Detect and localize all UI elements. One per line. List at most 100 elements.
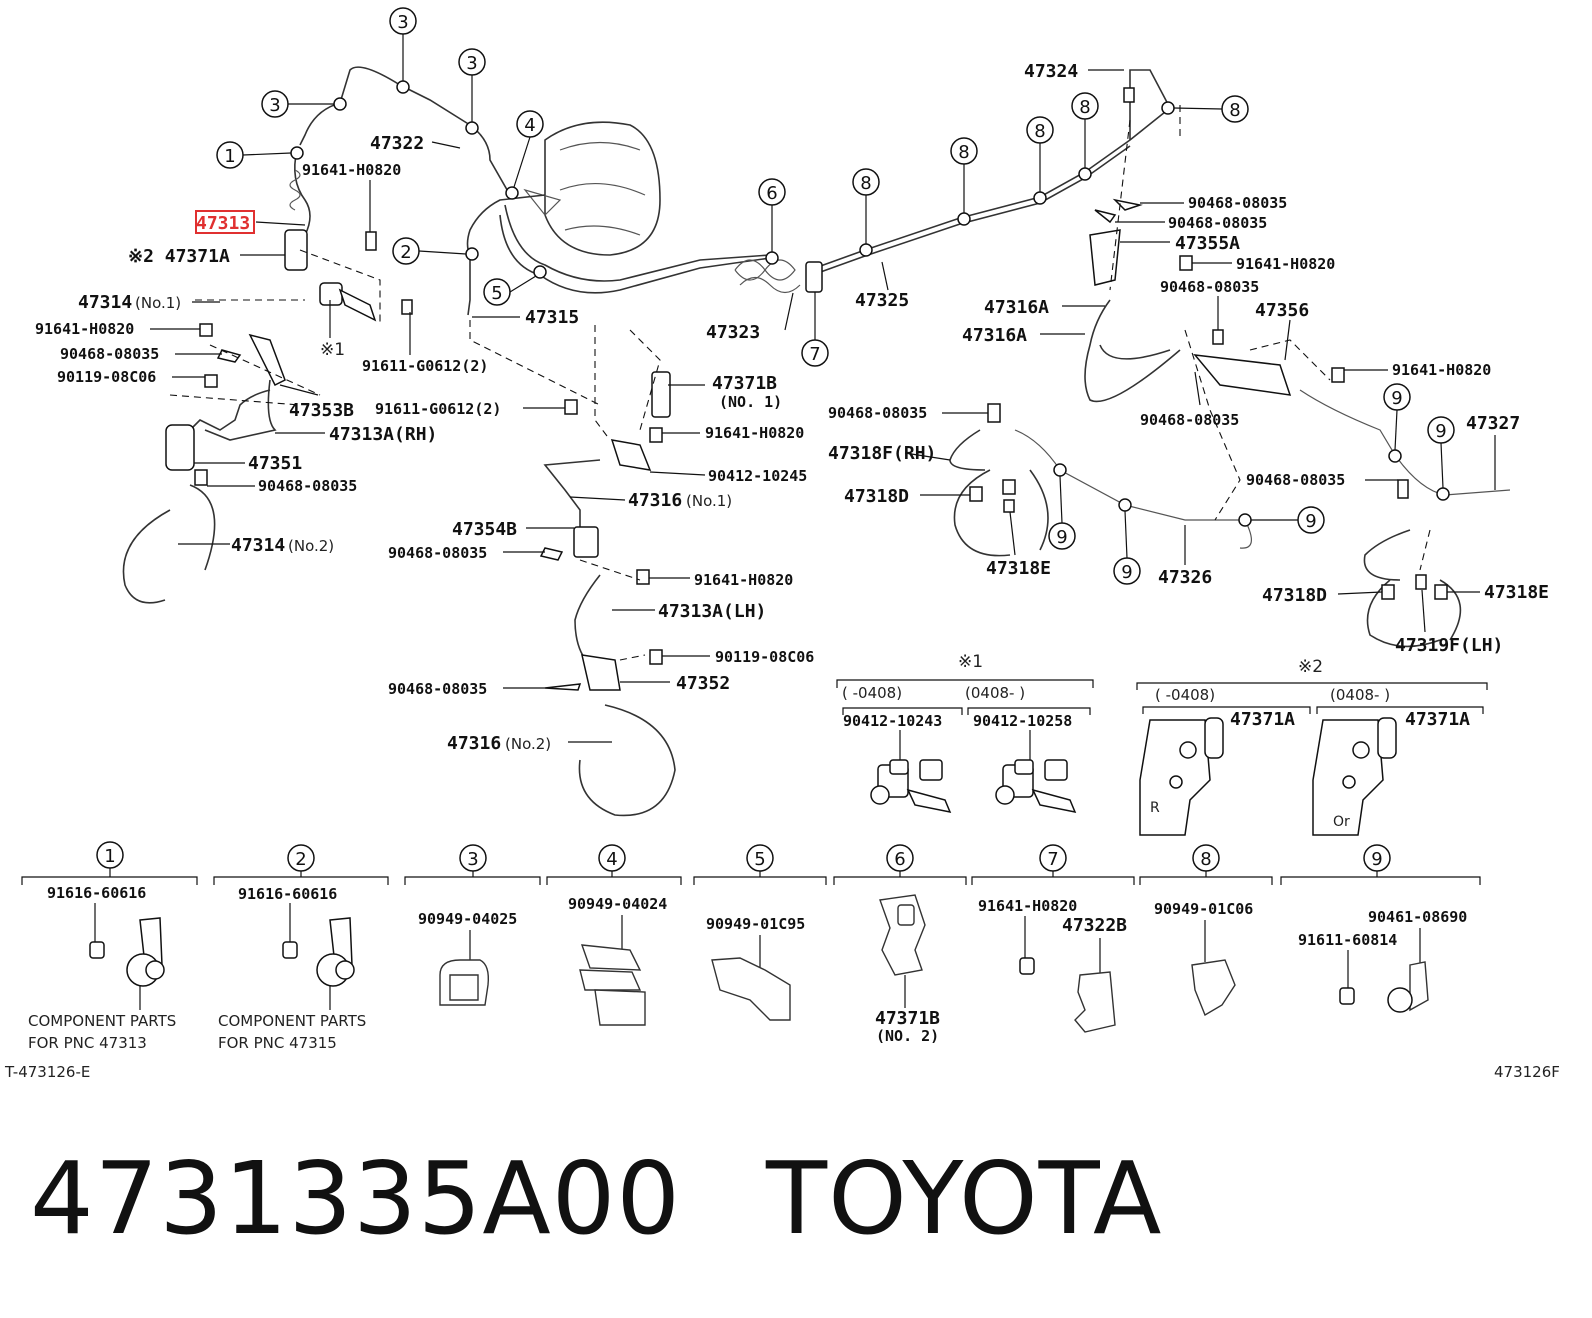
highlight-box xyxy=(195,210,255,234)
label-47371A: ※2 47371A xyxy=(128,246,230,267)
label-47316A-2: 47316A xyxy=(962,325,1027,346)
svg-text:91641-H0820: 91641-H0820 xyxy=(978,897,1077,915)
label-47316-no2-suffix: (No.2) xyxy=(505,735,551,753)
part-labels: 47313 ※2 47371A 91641-H0820 47322 47314 … xyxy=(35,61,1549,754)
svg-text:5: 5 xyxy=(754,849,765,870)
label-47326: 47326 xyxy=(1158,567,1212,588)
valve-a-drawing xyxy=(870,759,952,814)
svg-text:8: 8 xyxy=(1079,97,1090,118)
svg-text:R: R xyxy=(1150,800,1160,816)
svg-text:91611-60814: 91611-60814 xyxy=(1298,931,1397,949)
label-91641-top: 91641-H0820 xyxy=(302,161,401,179)
label-90412-10245: 90412-10245 xyxy=(708,467,807,485)
label-91641-left: 91641-H0820 xyxy=(35,320,134,338)
callout-9c: 9 xyxy=(1048,522,1076,550)
svg-text:9: 9 xyxy=(1305,511,1316,532)
svg-text:4: 4 xyxy=(606,849,617,870)
svg-text:6: 6 xyxy=(766,183,777,204)
svg-text:91616-60616: 91616-60616 xyxy=(238,885,337,903)
svg-text:9: 9 xyxy=(1121,562,1132,583)
label-90468-r4: 90468-08035 xyxy=(1140,411,1239,429)
svg-text:1: 1 xyxy=(224,146,235,167)
svg-text:※2: ※2 xyxy=(1298,657,1323,677)
label-91641-r1: 91641-H0820 xyxy=(1236,255,1335,273)
callout-3c: 3 xyxy=(458,48,486,76)
label-47313A-RH: 47313A(RH) xyxy=(329,424,437,445)
svg-text:(0408- ): (0408- ) xyxy=(965,684,1025,702)
label-mark1: ※1 xyxy=(320,340,345,360)
label-47322: 47322 xyxy=(370,133,424,154)
label-47318D-b: 47318D xyxy=(1262,585,1327,606)
svg-text:47322B: 47322B xyxy=(1062,915,1127,936)
svg-text:FOR PNC 47315: FOR PNC 47315 xyxy=(218,1034,337,1052)
label-90468-left2: 90468-08035 xyxy=(258,477,357,495)
label-47353B: 47353B xyxy=(289,400,354,421)
kit-1: 1 91616-60616 COMPONENT PARTS FOR PNC 47… xyxy=(21,841,198,1052)
label-91641-mid2: 91641-H0820 xyxy=(694,571,793,589)
callout-9d: 9 xyxy=(1113,557,1141,585)
svg-text:9: 9 xyxy=(1435,421,1446,442)
callout-9a: 9 xyxy=(1383,383,1411,411)
label-leaders xyxy=(150,69,1496,743)
label-47314-no2: 47314 xyxy=(231,535,285,556)
label-47371B-no1: 47371B xyxy=(712,373,777,394)
svg-text:8: 8 xyxy=(958,142,969,163)
svg-text:3: 3 xyxy=(466,53,477,74)
svg-text:90412-10258: 90412-10258 xyxy=(973,712,1072,730)
svg-text:4: 4 xyxy=(524,115,535,136)
svg-text:47371A: 47371A xyxy=(1405,709,1470,730)
kit-2: 2 91616-60616 COMPONENT PARTS FOR PNC 47… xyxy=(213,844,389,1052)
label-47316-no1: 47316 xyxy=(628,490,682,511)
label-47314-no2-suffix: (No.2) xyxy=(288,537,334,555)
master-cylinder-sketch xyxy=(523,121,661,256)
svg-text:47371B: 47371B xyxy=(875,1008,940,1029)
callout-4: 4 xyxy=(516,110,544,138)
svg-text:(NO. 2): (NO. 2) xyxy=(876,1027,939,1045)
kit-5: 5 90949-01C95 xyxy=(693,844,827,1021)
ref-left: T-473126-E xyxy=(4,1063,90,1081)
label-90468-mid2: 90468-08035 xyxy=(388,680,487,698)
svg-text:9: 9 xyxy=(1056,527,1067,548)
svg-text:COMPONENT PARTS: COMPONENT PARTS xyxy=(218,1012,366,1030)
svg-text:6: 6 xyxy=(894,849,905,870)
callout-8c: 8 xyxy=(1026,116,1054,144)
label-91611-g0612-a: 91611-G0612(2) xyxy=(362,357,488,375)
svg-text:3: 3 xyxy=(269,95,280,116)
svg-text:3: 3 xyxy=(397,12,408,33)
label-47327: 47327 xyxy=(1466,413,1520,434)
svg-text:(0408- ): (0408- ) xyxy=(1330,686,1390,704)
callout-8e: 8 xyxy=(1221,95,1249,123)
bracket-a-drawing: R xyxy=(1139,717,1224,836)
label-47371B-no1-sub: (NO. 1) xyxy=(719,393,782,411)
label-47351: 47351 xyxy=(248,453,302,474)
svg-text:9: 9 xyxy=(1391,388,1402,409)
callout-circles: 1 3 3 3 4 2 5 6 7 8 8 8 8 8 9 9 9 9 9 xyxy=(216,7,1455,585)
svg-text:8: 8 xyxy=(1034,121,1045,142)
svg-text:3: 3 xyxy=(467,849,478,870)
svg-text:47371A: 47371A xyxy=(1230,709,1295,730)
svg-text:90412-10243: 90412-10243 xyxy=(843,712,942,730)
callout-2: 2 xyxy=(392,237,420,265)
svg-text:2: 2 xyxy=(400,242,411,263)
label-47318F-RH: 47318F(RH) xyxy=(828,443,936,464)
callout-6: 6 xyxy=(758,178,786,206)
callout-7: 7 xyxy=(801,339,829,367)
label-90119-left: 90119-08C06 xyxy=(57,368,156,386)
kit-7: 7 91641-H0820 47322B xyxy=(971,844,1135,1033)
callout-8a: 8 xyxy=(852,168,880,196)
label-47315: 47315 xyxy=(525,307,579,328)
label-47323: 47323 xyxy=(706,322,760,343)
wheel-outlines xyxy=(122,469,1462,817)
svg-text:( -0408): ( -0408) xyxy=(1155,686,1215,704)
footer-part-number: 4731335A00 xyxy=(30,1140,682,1257)
svg-text:FOR PNC 47313: FOR PNC 47313 xyxy=(28,1034,147,1052)
svg-text:8: 8 xyxy=(860,173,871,194)
label-90468-mid: 90468-08035 xyxy=(388,544,487,562)
svg-text:90949-04025: 90949-04025 xyxy=(418,910,517,928)
variant-group-2: ※2 ( -0408) (0408- ) 47371A 47371A R Or xyxy=(1136,657,1488,836)
kit-6: 6 47371B (NO. 2) xyxy=(833,844,967,1045)
svg-text:2: 2 xyxy=(295,849,306,870)
label-47354B: 47354B xyxy=(452,519,517,540)
svg-text:1: 1 xyxy=(104,846,115,867)
